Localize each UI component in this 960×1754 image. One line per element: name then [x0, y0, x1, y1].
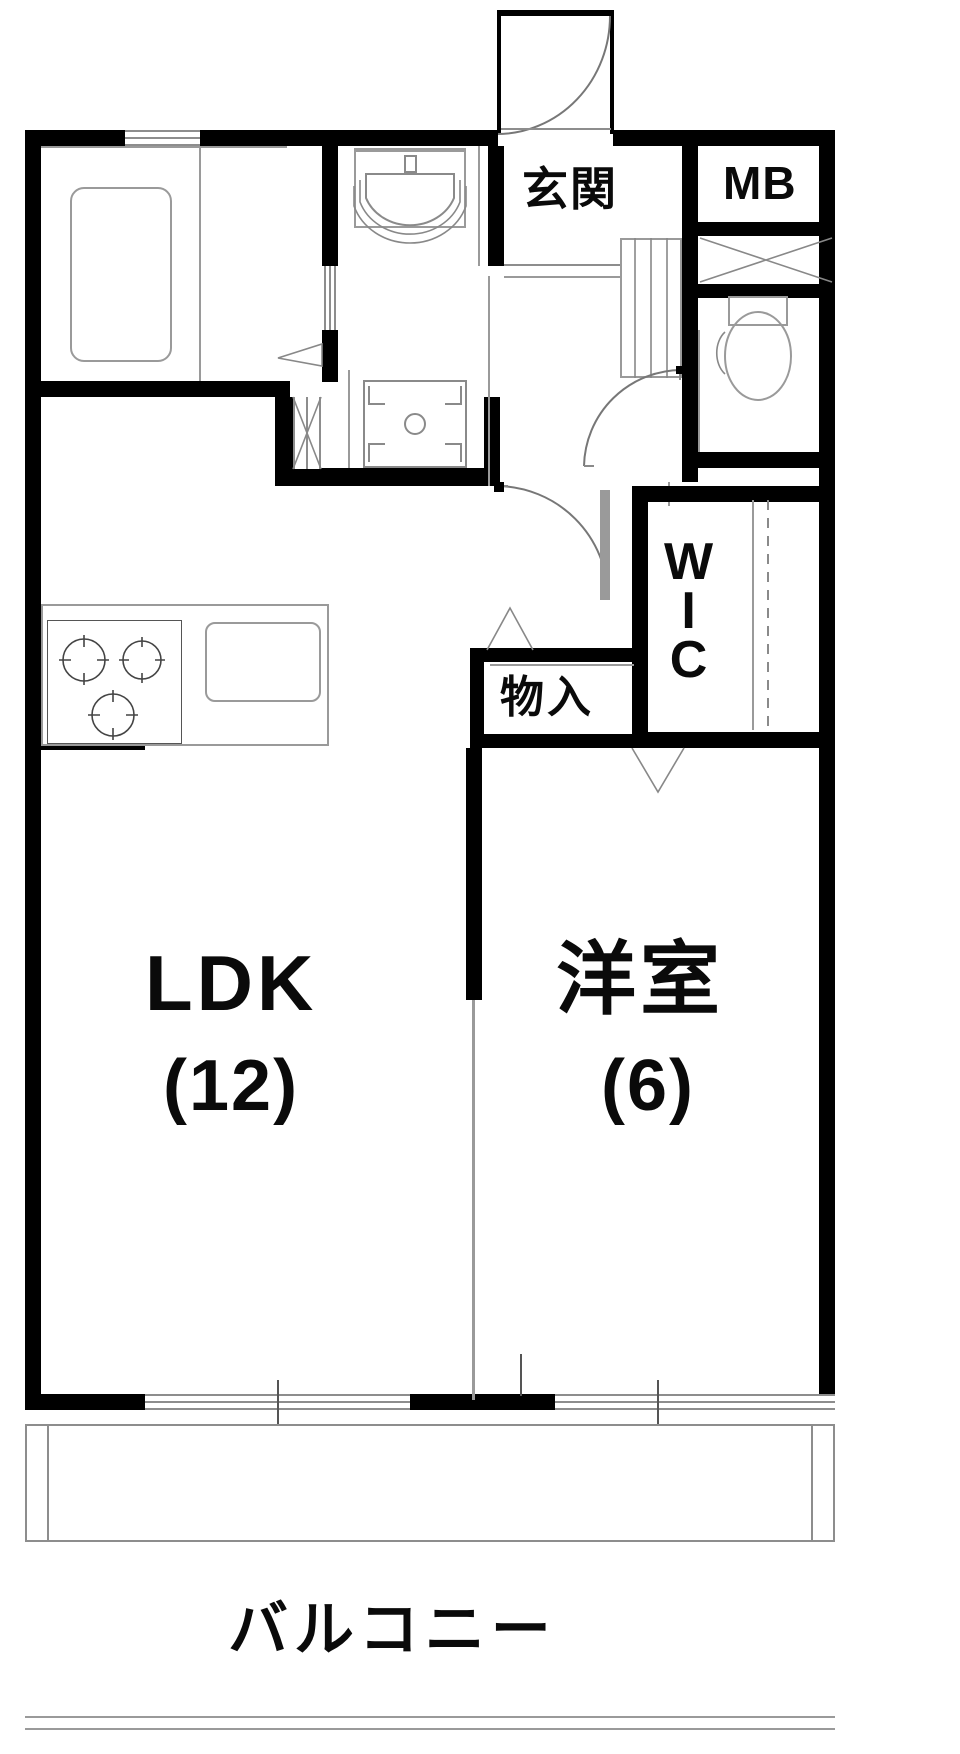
kitchen-sink	[205, 622, 321, 702]
genkan-step-line	[504, 264, 682, 266]
washbasin-bowl-icon	[353, 155, 467, 244]
youshitsu-size-label: (6)	[601, 1046, 695, 1126]
balcony-outer-edge-1	[25, 1716, 835, 1718]
genkan-door-jamb[interactable]	[676, 366, 688, 374]
wall-genkan-right	[682, 146, 698, 482]
washing-machine-drain-icon	[368, 386, 462, 462]
wall-monoire-top	[470, 648, 632, 662]
window-mullion-2	[657, 1380, 659, 1424]
wic-shelf-line	[752, 500, 754, 730]
bath-sliding-door[interactable]	[324, 266, 336, 330]
wic-label: W I C	[664, 533, 714, 689]
ldk-door-swing-icon	[497, 485, 609, 597]
window-top-left	[125, 130, 200, 146]
genkan-inner-door-swing-icon	[583, 369, 683, 467]
washroom-door-cross-icon	[292, 396, 322, 470]
outer-wall-top-right	[613, 130, 835, 146]
balcony-rail-right	[811, 1424, 835, 1542]
wall-washroom-right2	[322, 330, 338, 382]
entrance-door-leaf[interactable]	[497, 10, 610, 16]
entrance-door-swing-icon	[496, 15, 611, 135]
monoire-label: 物入	[500, 672, 594, 723]
wic-letter-w: W	[664, 533, 714, 591]
outer-wall-top-mid	[200, 130, 498, 146]
ldk-door-jamb-left[interactable]	[494, 482, 504, 492]
stove-burners-icon	[59, 635, 165, 740]
entrance-door-frame-left	[497, 10, 501, 134]
window-mullion-1	[277, 1380, 279, 1424]
wall-wic-top	[632, 486, 835, 502]
entrance-door-frame-right	[610, 10, 614, 134]
ldk-label: LDK	[145, 939, 318, 1027]
mb-door-icon[interactable]	[699, 236, 834, 284]
window-mullion-3	[520, 1354, 522, 1396]
monoire-inner-line	[490, 664, 634, 666]
genkan-label: 玄関	[522, 162, 618, 216]
wall-toilet-bottom	[682, 452, 835, 468]
outer-wall-right-upper	[819, 130, 835, 208]
balcony-outer-edge-2	[25, 1728, 835, 1730]
balcony-rail-left	[25, 1424, 49, 1542]
wall-monoire-left	[470, 648, 484, 748]
wall-wic-left	[632, 486, 648, 748]
washing-machine-pan	[363, 380, 467, 468]
wall-partition-upper	[466, 748, 482, 1000]
toilet-floor-line	[698, 330, 700, 452]
balcony-label: バルコニー	[228, 1595, 557, 1665]
bathroom-inner-line-top	[41, 146, 287, 148]
toilet-bowl-icon	[715, 311, 792, 401]
washroom-left-line	[348, 370, 350, 470]
wic-letter-i: I	[681, 581, 696, 640]
wall-washroom-right	[322, 146, 338, 266]
window-youshitsu-bottom	[555, 1394, 835, 1410]
genkan-step-line2	[504, 276, 682, 278]
wall-wic-bottom	[632, 732, 749, 748]
outer-wall-bottom-mid	[410, 1394, 555, 1410]
entrance-threshold	[501, 128, 611, 130]
hanger-rail-icon	[767, 500, 769, 730]
washroom-right-line	[478, 146, 480, 266]
bathtub	[70, 187, 172, 362]
wall-bath-bottom	[25, 381, 290, 397]
washbasin-top-line	[354, 148, 466, 150]
outer-wall-top-left	[25, 130, 125, 146]
outer-wall-bottom-left	[25, 1394, 145, 1410]
bathroom-divider-vertical	[199, 146, 201, 381]
wic-letter-c: C	[669, 630, 708, 689]
wall-corridor-vert-a	[484, 397, 500, 486]
bath-door-arrow-icon	[277, 342, 323, 367]
wall-mb-bottom	[698, 222, 835, 236]
outer-wall-left	[25, 130, 41, 1410]
wall-washroom-left-stub	[275, 397, 293, 486]
outer-wall-right-lower	[819, 208, 835, 1410]
partition-sliding-door-panel	[472, 1110, 475, 1400]
youshitsu-label: 洋室	[556, 933, 724, 1026]
shoe-box-shelf-icon	[634, 238, 668, 378]
ldk-door-leaf[interactable]	[600, 490, 610, 600]
wall-genkan-left	[488, 146, 504, 266]
wall-wic-bottom2	[749, 732, 835, 748]
wic-door-arrow-icon[interactable]	[628, 747, 686, 794]
partition-sliding-door-track	[472, 1000, 475, 1110]
stove	[47, 620, 182, 744]
ldk-size-label: (12)	[163, 1046, 300, 1126]
wall-monoire-bottom	[470, 734, 646, 748]
monoire-door-arrow-icon[interactable]	[485, 606, 535, 652]
balcony-outline	[25, 1424, 835, 1542]
wall-toilet-top	[698, 284, 835, 298]
genkan-hall-line	[488, 276, 490, 486]
mb-label: MB	[723, 157, 797, 209]
wall-washroom-bottom	[275, 468, 500, 486]
